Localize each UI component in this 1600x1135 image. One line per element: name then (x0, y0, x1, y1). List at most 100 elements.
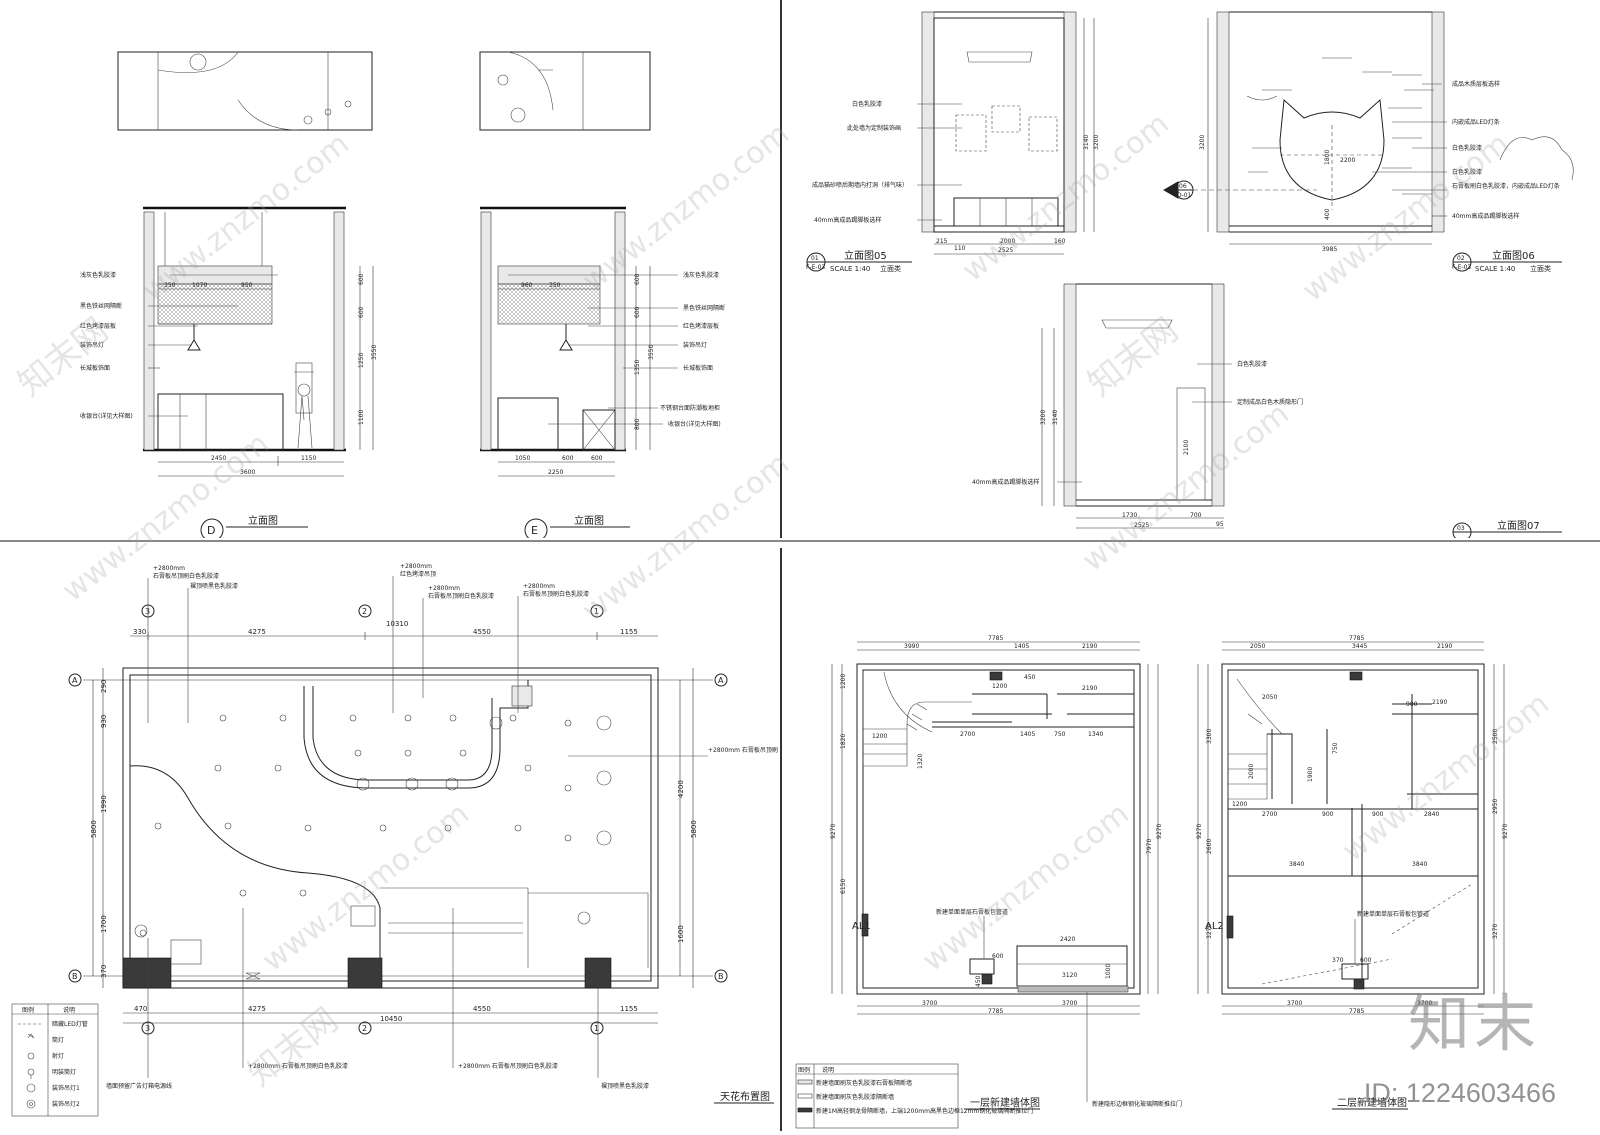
floor2-inner-dim-0: 2050 (1262, 694, 1277, 701)
elevation-d-e-drawing: 浅灰色乳胶漆 黑色铁丝网隔断 红色烤漆层板 装饰吊灯 长城板饰面 收银台(详见大… (80, 51, 725, 542)
elevation-06-title: 02 F-E-03 立面图06 SCALE 1:40 立面类 (1452, 249, 1562, 273)
label-d-5: 收银台(详见大样图) (80, 412, 133, 420)
floor1-bottom-dim-6: 450 (975, 975, 982, 987)
ceiling-left-dim-5: 370 (100, 965, 108, 978)
label-e-5: 不锈钢台面防潮板地柜 (660, 404, 720, 412)
floor2-left-dim-1: 9270 (1196, 824, 1203, 839)
floor2-inner-dim-9: 900 (1372, 811, 1384, 818)
ceiling-label-bottom-3: 裸顶喷黑色乳胶漆 (601, 1082, 649, 1090)
floor1-top-dim-0: 7785 (988, 635, 1003, 642)
floor2-top-dim-3: 2190 (1437, 643, 1452, 650)
brand-logo: 知末 (1407, 987, 1540, 1060)
sheet-elevation-05-07: 白色乳胶漆 此处墙为定制装饰画 成品猫砂喷后期墙内打洞（排气味） 40mm高成品… (792, 0, 1600, 542)
ceiling-label-top-3: +2800mm (400, 563, 432, 570)
plan-thumbnail-e (479, 51, 651, 131)
floor2-left-dim-0: 3300 (1206, 729, 1213, 744)
sheet-ceiling-plan: A A B B 3 2 1 3 2 1 (8, 548, 808, 1131)
label-d-4: 长城板饰面 (80, 364, 110, 372)
floor2-bottom-dim-0: 3700 (1287, 1000, 1302, 1007)
dim-05-5: 3140 (1083, 135, 1090, 150)
label-06-5: 40mm高成品踢脚板选样 (1452, 212, 1519, 220)
ceiling-label-top-5: +2800mm (428, 585, 460, 592)
elevation-05-title-text: 立面图05 (844, 249, 887, 262)
dim-e-8: 1350 (634, 360, 641, 375)
dim-d-0: 2450 (211, 455, 226, 462)
dim-d-1: 1150 (301, 455, 316, 462)
label-07-2: 40mm高成品踢脚板选样 (972, 478, 1039, 486)
dim-05-3: 160 (1054, 238, 1066, 245)
label-d-3: 装饰吊灯 (80, 341, 104, 349)
ceiling-label-bottom-2: +2800mm 石膏板吊顶刷白色乳胶漆 (458, 1062, 558, 1070)
ceiling-top-dim-2: 4550 (473, 628, 491, 636)
label-07-0: 白色乳胶漆 (1237, 360, 1267, 368)
dim-e-0: 1050 (515, 455, 530, 462)
section-marker-06: 06 D-01 (1162, 180, 1317, 200)
ceiling-bottom-dim-4: 10450 (380, 1015, 402, 1023)
floor1-top-dim-1: 3990 (904, 643, 919, 650)
floor2-left-dim-2: 2600 (1206, 839, 1213, 854)
floor1-bottom-dim-7: 600 (992, 953, 1004, 960)
ceiling-label-top-8: 石膏板吊顶刷白色乳胶漆 (523, 590, 589, 598)
floor1-bottom-dim-3: 2420 (1060, 936, 1075, 943)
label-06-4: 石膏板刷白色乳胶漆，内嵌成品LED灯条 (1452, 182, 1560, 190)
elevation-07 (1063, 283, 1225, 507)
section-tag-06: 06 (1179, 183, 1187, 190)
dim-e-7: 600 (634, 306, 641, 318)
dim-05-6: 3200 (1093, 135, 1100, 150)
floor1-left-dim-3: 6150 (840, 879, 847, 894)
dim-06-4: 3985 (1322, 246, 1337, 253)
label-05-0: 白色乳胶漆 (852, 100, 882, 108)
ceiling-bottom-dim-2: 4550 (473, 1005, 491, 1013)
ceiling-plan-body (122, 667, 659, 989)
floor2-inner-dim-7: 2700 (1262, 811, 1277, 818)
floor1-inner-dim-4: 1405 (1020, 731, 1035, 738)
floor1-bottom-dim-1: 3700 (1062, 1000, 1077, 1007)
floor2-bottom-dim-1: 3700 (1417, 1000, 1432, 1007)
ceiling-legend-head-1: 说明 (63, 1006, 75, 1014)
dim-d-7: 600 (358, 306, 365, 318)
ceiling-left-dim-1: 930 (100, 715, 108, 728)
label-e-4: 长城板饰面 (683, 364, 713, 372)
dim-06-2: 2200 (1340, 157, 1355, 164)
dim-d-8: 1250 (358, 353, 365, 368)
ceiling-bottom-dim-3: 1155 (620, 1005, 638, 1013)
floor2-axis-label: AL2 (1205, 921, 1224, 932)
floor2-bottom-dim-2: 7785 (1349, 1008, 1364, 1015)
elevation-06-scale: SCALE 1:40 (1475, 265, 1515, 273)
floor1-bottom-dim-0: 3700 (922, 1000, 937, 1007)
axis-b-right: B (718, 972, 724, 981)
dim-e-9: 800 (634, 418, 641, 430)
floor2-bottom-dim-4: 600 (1360, 957, 1372, 964)
label-06-1: 内嵌成品LED灯条 (1452, 118, 1500, 126)
cat-shaped-panel (1279, 98, 1385, 201)
floor1-left-dim-0: 1200 (840, 674, 847, 689)
floor1-top-dim-3: 2190 (1082, 643, 1097, 650)
elevation-e-marker-letter: E (531, 524, 538, 537)
label-05-3: 40mm高成品踢脚板选样 (814, 216, 881, 224)
elevation-05-title: 01 F-E-03 立面图05 SCALE 1:40 立面类 (806, 249, 912, 273)
label-07-1: 定制成品白色木质隐形门 (1237, 398, 1303, 406)
new-walls-drawing: 7785 3990 1405 2190 1200 450 2190 2700 1… (795, 635, 1509, 1129)
floor2-inner-dim-3: 2000 (1248, 764, 1255, 779)
label-05-2: 成品猫砂喷后期墙内打洞（排气味） (812, 181, 908, 189)
dim-d-9: 1100 (358, 410, 365, 425)
floor2-inner-dim-2: 900 (1406, 701, 1418, 708)
elevation-07-title: 03 立面图07 (1452, 519, 1562, 542)
floor1-bottom-dim-5: 1000 (1105, 964, 1112, 979)
floor2-right-dim-0: 2500 (1492, 729, 1499, 744)
elevation-06-title-text: 立面图06 (1492, 249, 1535, 262)
label-e-2: 红色烤漆层板 (683, 322, 719, 330)
ceiling-legend-3: 明装筒灯 (52, 1068, 76, 1076)
ceiling-top-dim-0: 330 (133, 628, 146, 636)
floor2-inner-dim-11: 3840 (1289, 861, 1304, 868)
ceiling-right-dim-1: 5800 (690, 820, 698, 838)
ceiling-legend-1: 筒灯 (52, 1036, 64, 1044)
elevation-05-type: 立面类 (880, 264, 901, 273)
label-d-0: 浅灰色乳胶漆 (80, 271, 116, 279)
ceiling-legend: 图例 说明 暗藏LED灯管 筒灯 射灯 明装筒灯 装饰吊灯1 装饰吊灯2 (11, 1003, 99, 1117)
image-id-label: ID: 1224603466 (1363, 1078, 1556, 1108)
sheet-new-walls: 7785 3990 1405 2190 1200 450 2190 2700 1… (792, 554, 1600, 1131)
sheet-divider-bottom (780, 548, 782, 1131)
floor1-left-dim-2: 9270 (830, 824, 837, 839)
floor1-legend-2: 新建1M高轻钢龙骨隔断墙，上端1200mm高黑色边框12mm钢化玻璃隔断推拉门 (816, 1107, 1033, 1115)
